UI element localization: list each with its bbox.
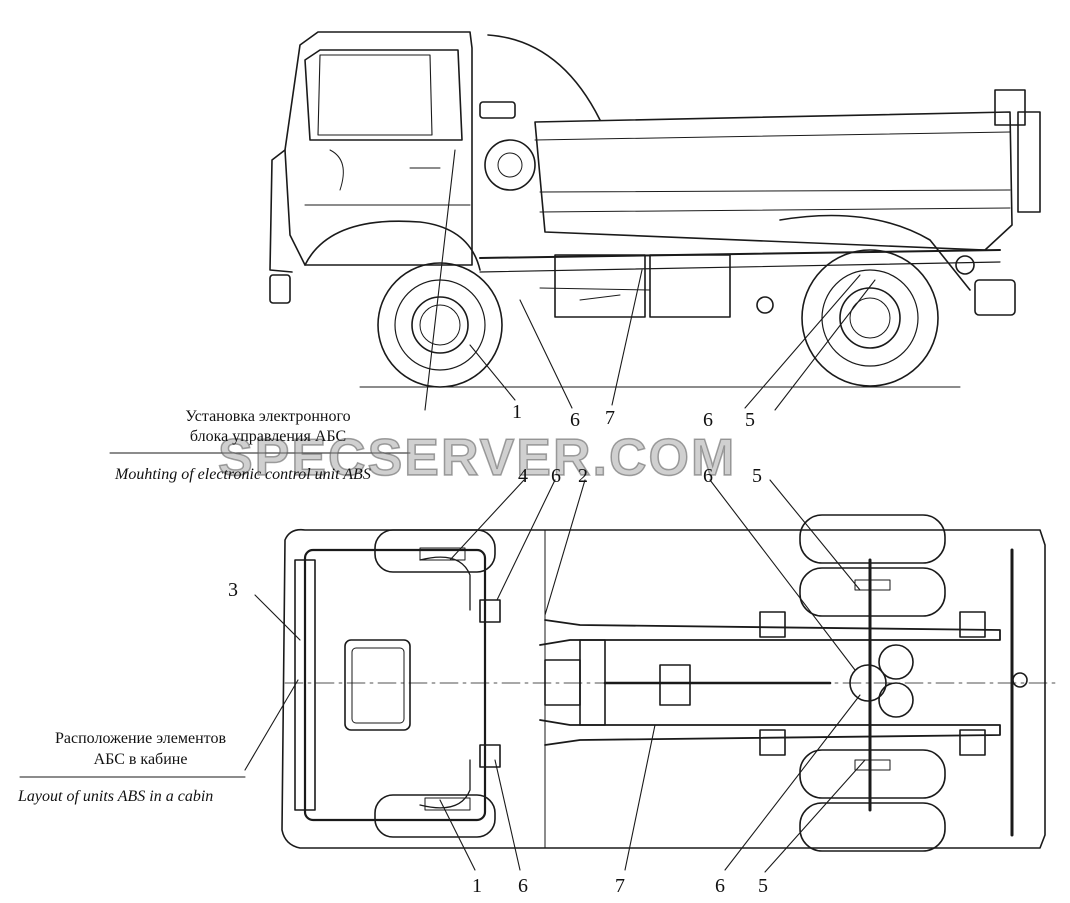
air-filter <box>484 139 536 191</box>
side-view <box>269 31 1041 388</box>
fuel-tank <box>554 254 646 318</box>
headlight <box>269 274 291 304</box>
tire-rear-1 <box>799 514 946 564</box>
front-wheel <box>377 262 503 388</box>
callout-side-5: 5 <box>745 409 755 431</box>
callout-top-6b: 6 <box>703 465 713 487</box>
layout-caption-ru-1: Расположение элементов <box>55 730 226 747</box>
callout-bottom-6b: 6 <box>715 875 725 897</box>
abs-sensor-top <box>479 599 501 623</box>
side-leaders <box>109 149 876 454</box>
callout-side-7: 7 <box>605 407 615 429</box>
brake-chamber-lower <box>878 682 914 718</box>
cab-floor <box>303 548 487 822</box>
callout-top-4: 4 <box>518 465 528 487</box>
layout-caption-en: Layout of units ABS in a cabin <box>18 788 214 805</box>
tire-front-upper <box>374 529 496 573</box>
chassis-outline <box>281 528 1046 849</box>
rear-wheel <box>801 249 939 387</box>
crossmember <box>579 639 606 726</box>
seat <box>344 639 411 731</box>
cab-window <box>304 49 463 141</box>
callout-bottom-5: 5 <box>758 875 768 897</box>
differential <box>849 664 887 702</box>
top-view <box>281 514 1061 852</box>
callout-top-3: 3 <box>228 579 238 601</box>
tire-rear-2 <box>799 567 946 617</box>
abs-sensor-bottom <box>479 744 501 768</box>
callout-top-6a: 6 <box>551 465 561 487</box>
callout-bottom-7: 7 <box>615 875 625 897</box>
brake-chamber-upper <box>878 644 914 680</box>
tire-rear-3 <box>799 749 946 799</box>
tire-front-lower <box>374 794 496 838</box>
fender-curve <box>487 34 601 121</box>
callout-bottom-6a: 6 <box>518 875 528 897</box>
mounting-caption-ru-2: блока управления АБС <box>189 428 347 445</box>
callout-side-6a: 6 <box>570 409 580 431</box>
callout-top-2: 2 <box>578 465 588 487</box>
mounting-caption-ru-1: Установка электронного <box>185 408 351 425</box>
callout-bottom-1: 1 <box>472 875 482 897</box>
tire-rear-4 <box>799 802 946 852</box>
callout-side-1: 1 <box>512 401 522 423</box>
watermark: SPECSERVER.COM <box>217 428 737 488</box>
callout-side-6b: 6 <box>703 409 713 431</box>
cab-body <box>284 31 473 266</box>
callout-top-5: 5 <box>752 465 762 487</box>
mounting-caption-en: Mouhting of electronic control unit ABS <box>115 466 371 483</box>
layout-caption-ru-2: АБС в кабине <box>93 751 188 768</box>
top-leaders <box>19 479 866 873</box>
dump-body <box>534 111 1013 251</box>
